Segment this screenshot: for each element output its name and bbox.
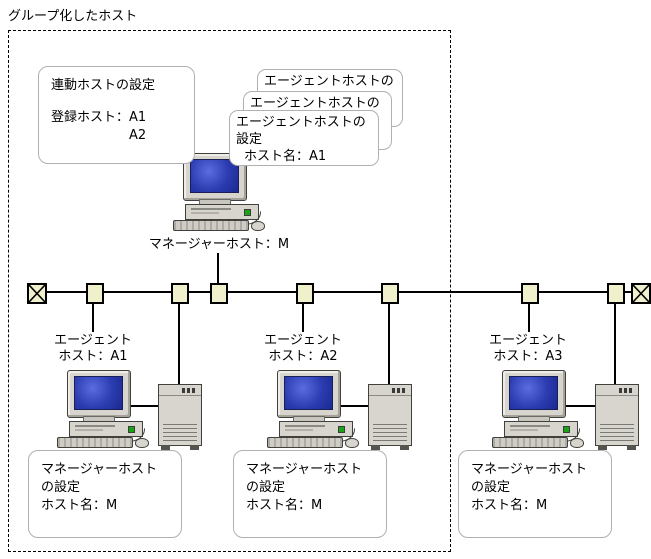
network-bus-line	[45, 291, 635, 293]
callout-line: マネージャーホスト	[471, 462, 588, 477]
agent3-server-connector-line	[614, 301, 616, 387]
agent-host-callout-front: エージェントホストの 設定 ホスト名：A1	[229, 110, 379, 166]
monitor-icon	[277, 370, 341, 418]
agent1-server-icon	[158, 384, 202, 450]
agent2-label-connector-line	[302, 301, 304, 332]
agent2-computer-icon	[267, 370, 359, 448]
mouse-icon	[251, 221, 265, 231]
registered-host-value: A1	[129, 110, 147, 125]
agent-host-callout-text: エージェントホストの	[250, 96, 380, 111]
bus-tap-icon	[521, 283, 539, 304]
agent2-server-icon	[368, 384, 412, 450]
manager-host-label: マネージャーホスト：M	[148, 237, 290, 252]
bus-tap-icon	[607, 283, 625, 304]
callout-line: マネージャーホスト	[246, 462, 363, 477]
agent3-server-icon	[595, 384, 639, 450]
agent3-manager-setting-callout: マネージャーホスト の設定 ホスト名：M	[458, 450, 612, 538]
linked-host-callout: 連動ホストの設定 登録ホスト： A1 A2	[38, 66, 195, 164]
diagram-title: グループ化したホスト	[8, 9, 138, 24]
monitor-icon	[67, 370, 131, 418]
agent1-label-connector-line	[92, 301, 94, 332]
agent1-computer-icon	[57, 370, 149, 448]
callout-line: ホスト名：M	[471, 498, 548, 513]
keyboard-icon	[267, 437, 343, 448]
agent2-pc-server-line	[330, 405, 375, 407]
agent3-host-label: エージェント ホスト：A3	[489, 333, 567, 364]
mouse-icon	[570, 438, 584, 448]
bus-tap-icon	[171, 283, 189, 304]
monitor-icon	[502, 370, 566, 418]
bus-terminator-right-icon	[631, 283, 651, 304]
bus-tap-icon	[86, 283, 104, 304]
callout-line: の設定	[246, 480, 286, 495]
registered-host-value: A2	[129, 128, 147, 143]
keyboard-icon	[57, 437, 133, 448]
agent1-server-connector-line	[178, 301, 180, 387]
callout-line: の設定	[41, 480, 81, 495]
agent1-manager-setting-callout: マネージャーホスト の設定 ホスト名：M	[28, 450, 182, 538]
agent1-pc-server-line	[120, 405, 165, 407]
registered-host-label: 登録ホスト：	[51, 110, 130, 125]
agent3-computer-icon	[492, 370, 584, 448]
agent2-host-label: エージェント ホスト：A2	[264, 333, 342, 364]
callout-line: ホスト名：M	[41, 498, 118, 513]
manager-computer-icon	[173, 153, 265, 231]
bus-tap-icon	[210, 283, 228, 304]
agent-host-callout-text: 設定	[236, 132, 263, 147]
bus-tap-icon	[296, 283, 314, 304]
mouse-icon	[345, 438, 359, 448]
agent2-server-connector-line	[388, 301, 390, 387]
keyboard-icon	[173, 220, 249, 231]
callout-line: ホスト名：M	[246, 498, 323, 513]
agent1-host-label: エージェント ホスト：A1	[54, 333, 132, 364]
manager-connector-line	[217, 253, 219, 285]
keyboard-icon	[492, 437, 568, 448]
bus-terminator-left-icon	[27, 283, 47, 304]
callout-line: の設定	[471, 480, 511, 495]
agent3-label-connector-line	[528, 301, 530, 332]
agent3-pc-server-line	[555, 405, 602, 407]
callout-line: マネージャーホスト	[41, 462, 158, 477]
mouse-icon	[135, 438, 149, 448]
agent-host-name-text: ホスト名：A1	[244, 149, 327, 164]
bus-tap-icon	[381, 283, 399, 304]
linked-host-callout-title: 連動ホストの設定	[51, 78, 156, 93]
agent-host-callout-text: エージェントホストの	[236, 115, 366, 130]
agent-host-callout-text: エージェントホストの	[264, 74, 394, 89]
agent2-manager-setting-callout: マネージャーホスト の設定 ホスト名：M	[233, 450, 387, 538]
